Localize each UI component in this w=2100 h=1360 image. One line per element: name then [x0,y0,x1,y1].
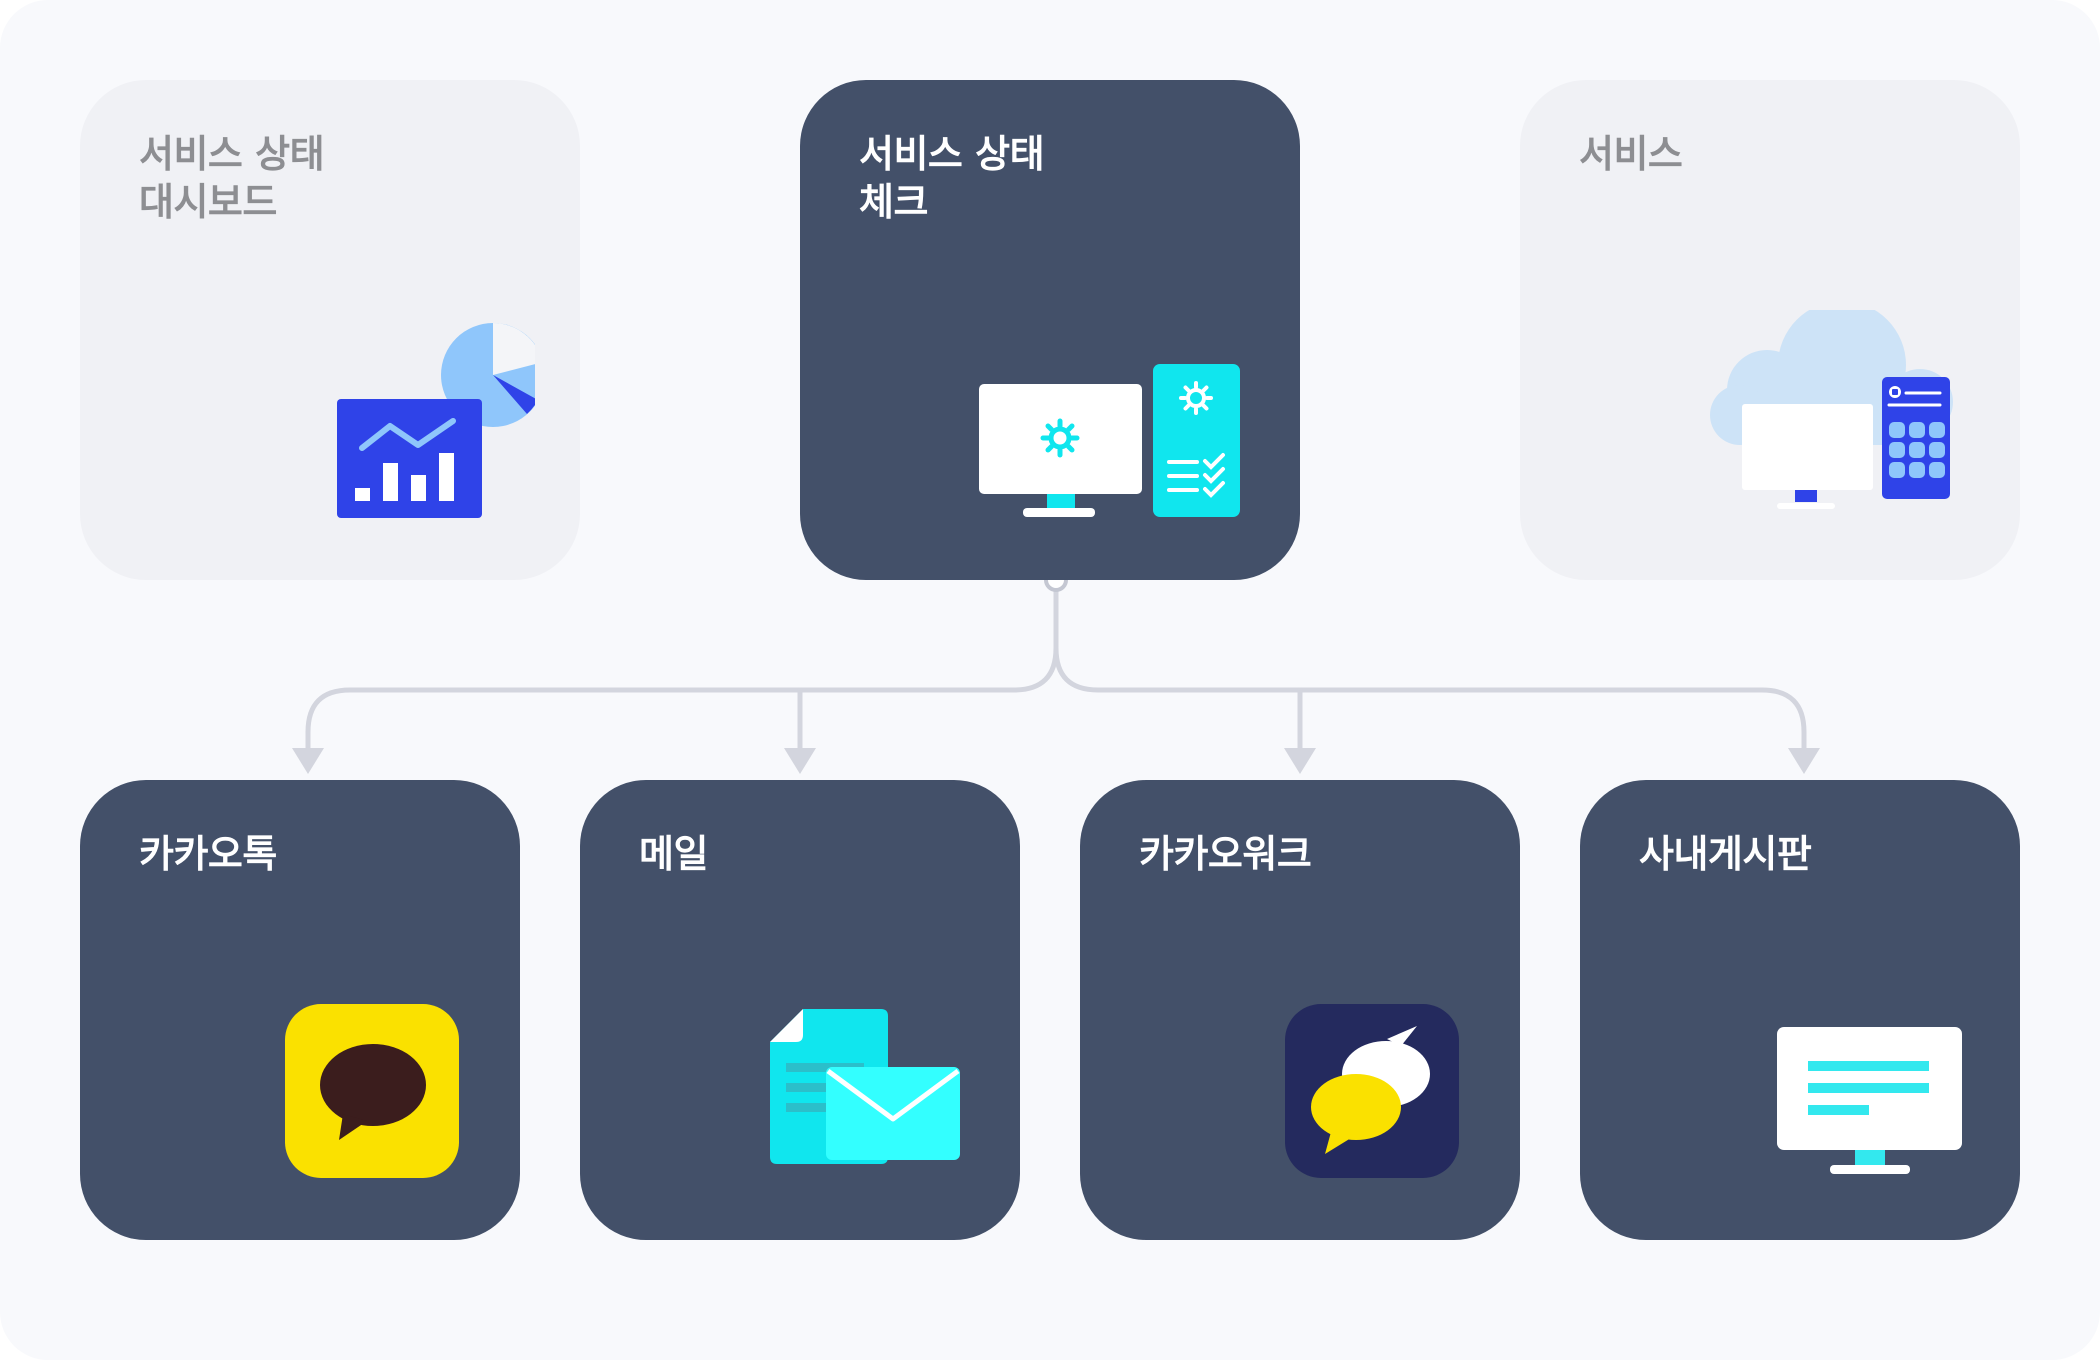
card-title: 사내게시판 [1639,832,1812,876]
card-kakaowork: 카카오워크 [1080,780,1520,1240]
card-title: 메일 [639,832,708,876]
card-service-dashboard: 서비스 상태 대시보드 [80,80,580,580]
card-title: 카카오톡 [139,832,277,876]
card-mail: 메일 [580,780,1020,1240]
arrow-kakaotalk [292,748,324,774]
bulletin-board-icon [1777,1027,1962,1174]
card-bulletin-board: 사내게시판 [1580,780,2020,1240]
dashboard-chart-icon [337,323,535,518]
kakaotalk-icon [285,1004,459,1178]
card-service: 서비스 [1520,80,2020,580]
connector-right [1053,645,1807,751]
card-title: 카카오워크 [1139,832,1312,876]
monitor-check-icon [979,364,1240,517]
cloud-server-icon [1710,310,1953,509]
mail-icon [770,1009,960,1164]
card-kakaotalk: 카카오톡 [80,780,520,1240]
connector-trunk [305,577,1059,751]
card-title: 서비스 상태 체크 [859,132,1045,224]
card-title: 서비스 상태 대시보드 [139,132,325,224]
card-title: 서비스 [1579,132,1683,176]
arrow-kakaowork [1284,748,1316,774]
kakaowork-icon [1285,1004,1459,1178]
arrow-board [1788,748,1820,774]
arrow-mail [784,748,816,774]
card-service-check: 서비스 상태 체크 [800,80,1300,580]
